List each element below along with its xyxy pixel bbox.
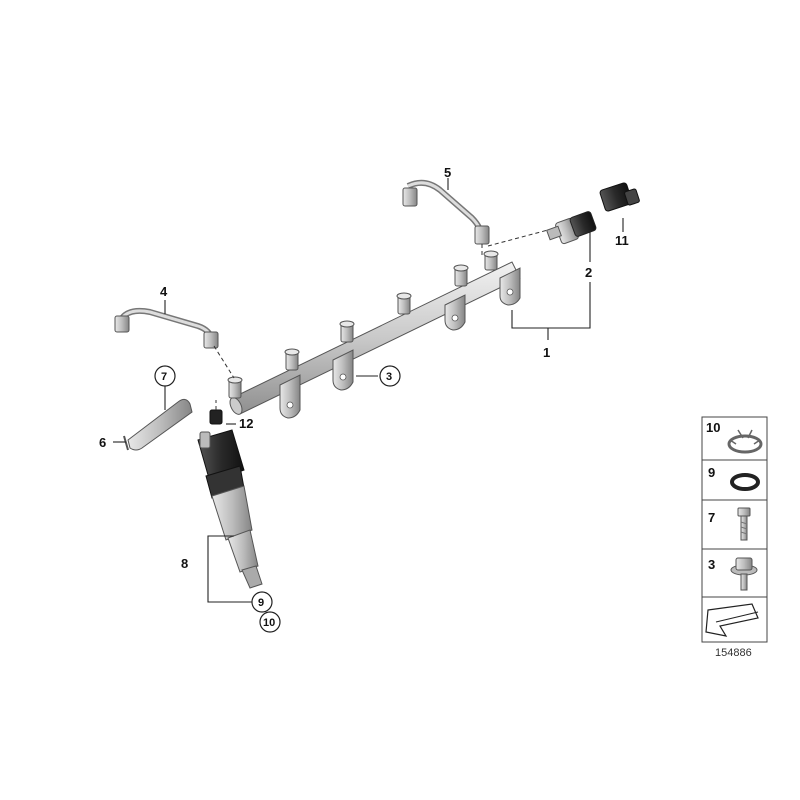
callout-12: 12 xyxy=(239,416,253,431)
callout-9: 9 xyxy=(258,597,264,609)
flange-bolt-icon xyxy=(730,557,758,591)
sensor-connector xyxy=(599,182,640,212)
injector-clamp xyxy=(123,398,193,451)
injector xyxy=(197,409,263,589)
callout-7-circle xyxy=(154,365,176,387)
callout-5: 5 xyxy=(444,165,451,180)
seal-ring-icon xyxy=(730,473,760,491)
callout-4: 4 xyxy=(160,284,168,299)
callout-11: 11 xyxy=(615,233,629,248)
callout-8: 8 xyxy=(181,556,188,571)
callout-10-circle xyxy=(259,611,281,633)
direction-arrow-icon xyxy=(705,603,759,637)
diagram-number: 154886 xyxy=(715,647,752,659)
pressure-sensor xyxy=(546,211,597,245)
callout-9-circle xyxy=(251,591,273,613)
legend-label-7: 7 xyxy=(708,510,715,525)
callout-3-circle xyxy=(379,365,401,387)
legend-label-3: 3 xyxy=(708,557,715,572)
callout-1: 1 xyxy=(543,345,550,360)
callout-2: 2 xyxy=(585,265,592,280)
bolt-small-icon xyxy=(737,507,751,541)
fuel-rail xyxy=(227,250,521,419)
leader-lines xyxy=(113,178,624,603)
parts-legend: 10 9 7 3 xyxy=(701,416,768,643)
high-pressure-line-4 xyxy=(114,307,219,349)
high-pressure-line-5 xyxy=(402,179,490,245)
seal-12-part xyxy=(209,409,223,425)
callout-10: 10 xyxy=(263,617,275,629)
legend-label-10: 10 xyxy=(706,420,720,435)
callout-7: 7 xyxy=(161,371,167,383)
legend-label-9: 9 xyxy=(708,465,715,480)
retaining-ring-icon xyxy=(727,429,763,454)
callout-3: 3 xyxy=(386,371,392,383)
callouts: 1 2 3 4 5 6 7 8 9 10 11 12 xyxy=(99,165,629,633)
callout-6: 6 xyxy=(99,435,106,450)
